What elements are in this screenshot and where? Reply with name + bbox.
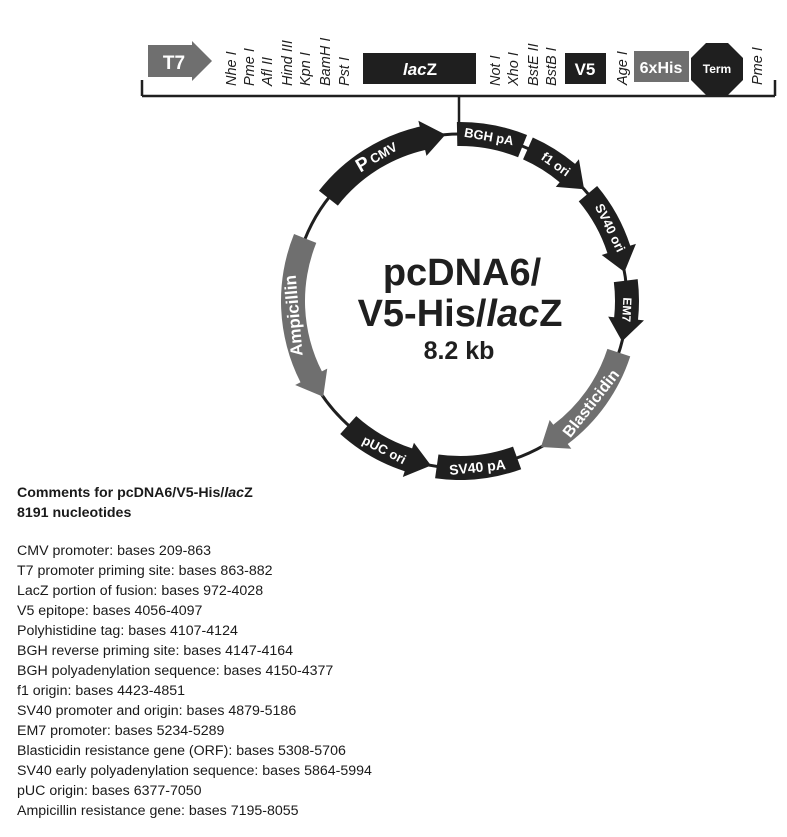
feature-arc	[318, 120, 446, 206]
feature-arc	[608, 279, 644, 342]
plasmid-size: 8.2 kb	[424, 337, 495, 365]
feature-list-item: EM7 promoter: bases 5234-5289	[17, 723, 225, 739]
feature-list-item: Blasticidin resistance gene (ORF): bases…	[17, 743, 346, 759]
feature-list-item: T7 promoter priming site: bases 863-882	[17, 563, 273, 579]
feature-arc	[280, 233, 328, 397]
restriction-site-label: Hind III	[280, 40, 296, 86]
lacz-suffix: Z	[427, 60, 437, 79]
feature-list-item: CMV promoter: bases 209-863	[17, 543, 211, 559]
blasticidin-label: Blasticidin	[560, 367, 623, 441]
restriction-site-label: BstE II	[526, 43, 542, 86]
lacz-italic: lac	[403, 60, 427, 79]
t7-promoter-arrow: T7	[148, 41, 212, 81]
comments-section: Comments for pcDNA6/V5-His/lacZ 8191 nuc…	[17, 483, 372, 821]
his-tag-box: 6xHis	[634, 51, 689, 82]
plasmid-name-line2-italic: lac	[486, 293, 539, 335]
feature-list-item: BGH reverse priming site: bases 4147-416…	[17, 643, 294, 659]
comments-title-prefix: Comments for pcDNA6/V5-His/	[17, 485, 225, 501]
feature-list-item: SV40 promoter and origin: bases 4879-518…	[17, 703, 297, 719]
lacz-box: lacZ	[363, 53, 476, 84]
terminator-octagon: Term	[691, 43, 743, 95]
feature-list: CMV promoter: bases 209-863 T7 promoter p…	[17, 541, 372, 821]
v5-label: V5	[575, 60, 596, 79]
feature-arc	[578, 185, 636, 273]
svg-text:V5-His/lacZ: V5-His/lacZ	[358, 293, 563, 335]
restriction-site-label: BstB I	[544, 47, 560, 86]
comments-title: Comments for pcDNA6/V5-His/lacZ	[17, 483, 372, 503]
restriction-site-label: Nhe I	[224, 51, 240, 86]
feature-arc	[523, 137, 585, 190]
plasmid-name-line2-prefix: V5-His/	[358, 293, 487, 335]
plasmid-name-line1: pcDNA6/	[383, 252, 542, 294]
svg-text:lacZ: lacZ	[403, 60, 437, 79]
plasmid-name: pcDNA6/ V5-His/lacZ 8.2 kb	[358, 252, 563, 365]
feature-arc	[340, 416, 432, 477]
restriction-site-label: Afl II	[260, 57, 276, 87]
sv40pa-label: SV40 pA	[448, 456, 506, 478]
his-label: 6xHis	[640, 60, 683, 77]
feature-list-item: Polyhistidine tag: bases 4107-4124	[17, 623, 238, 639]
nucleotide-count: 8191 nucleotides	[17, 505, 132, 521]
em7-label: EM7	[619, 297, 634, 323]
feature-list-item: V5 epitope: bases 4056-4097	[17, 603, 203, 619]
restriction-site-label: Not I	[488, 55, 504, 86]
restriction-site-label: BamH I	[318, 38, 334, 86]
feature-list-item: pUC origin: bases 6377-7050	[17, 783, 202, 799]
term-label: Term	[703, 62, 731, 76]
site-pme-i-right: Pme I	[750, 47, 766, 85]
restriction-site-label: Kpn I	[298, 52, 314, 86]
comments-title-italic: lac	[224, 485, 245, 501]
feature-arc	[456, 121, 528, 158]
feature-arc	[540, 348, 631, 449]
restriction-site-label: Pme I	[242, 48, 258, 86]
mcs-bracket	[140, 80, 777, 124]
site-age-i: Age I	[615, 51, 631, 86]
restriction-site-label: Xho I	[506, 52, 522, 87]
feature-list-item: BGH polyadenylation sequence: bases 4150…	[17, 663, 334, 679]
feature-list-item: LacZ portion of fusion: bases 972-4028	[17, 583, 264, 599]
t7-label: T7	[163, 53, 185, 74]
comments-title-suffix: Z	[244, 485, 253, 501]
restriction-site-label: Pst I	[337, 57, 353, 86]
feature-list-item: f1 origin: bases 4423-4851	[17, 683, 186, 699]
feature-arc	[435, 446, 522, 480]
plasmid-name-line2-suffix: Z	[539, 293, 562, 335]
v5-epitope-box: V5	[565, 53, 606, 84]
feature-list-item: Ampicillin resistance gene: bases 7195-8…	[17, 803, 299, 819]
feature-list-item: SV40 early polyadenylation sequence: bas…	[17, 763, 372, 779]
